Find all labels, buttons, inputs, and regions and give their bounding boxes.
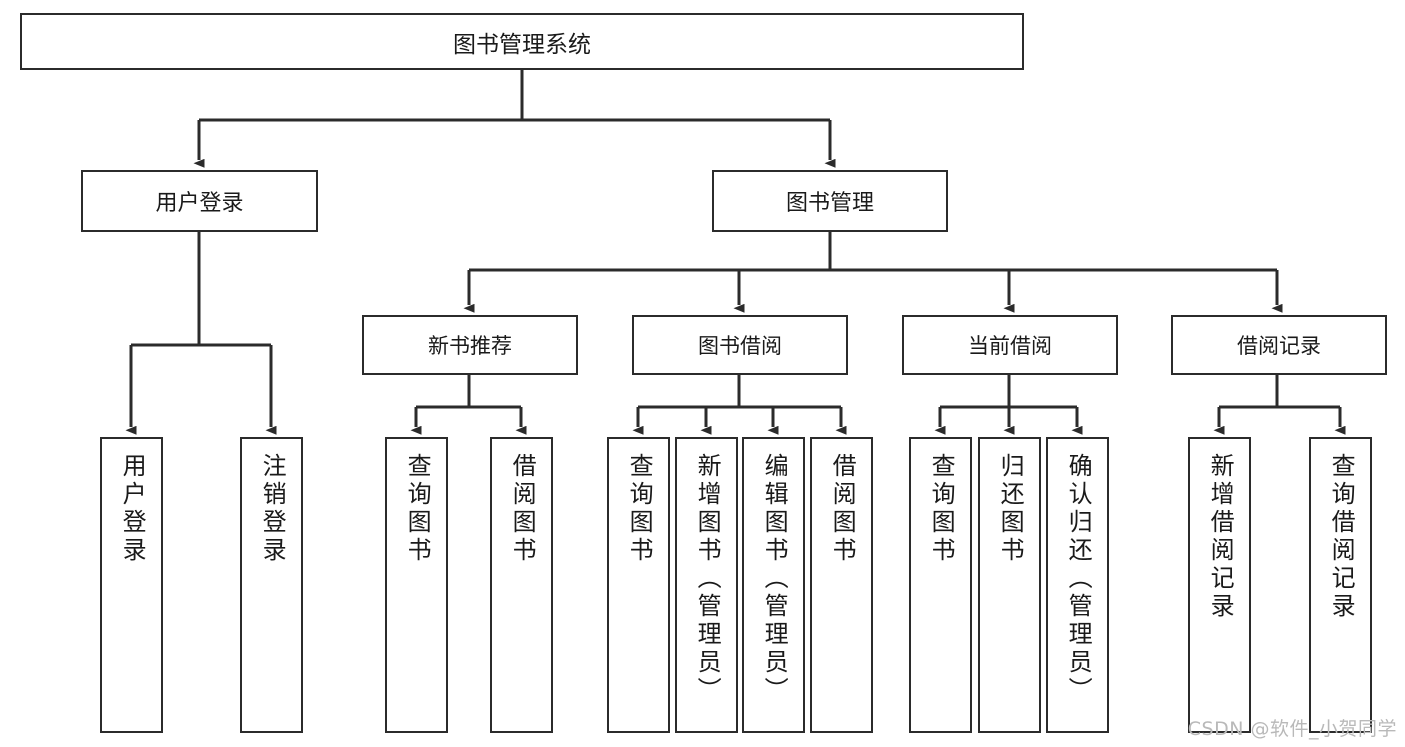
- leaf-current-query-book[interactable]: 查询图书: [909, 437, 972, 733]
- node-label: 查询图书: [625, 453, 654, 565]
- leaf-borrow-edit-book-admin[interactable]: 编辑图书（管理员）: [742, 437, 805, 733]
- node-label: 归还图书: [996, 453, 1025, 565]
- node-book-management[interactable]: 图书管理: [712, 170, 948, 232]
- node-label: 用户登录: [118, 453, 147, 565]
- node-current-borrow[interactable]: 当前借阅: [902, 315, 1118, 375]
- node-label: 图书管理系统: [453, 31, 591, 58]
- node-label: 当前借阅: [968, 334, 1052, 358]
- node-label: 借阅记录: [1237, 334, 1321, 358]
- csdn-watermark: CSDN @软件_小贺同学: [1187, 718, 1397, 740]
- node-label: 用户登录: [155, 191, 244, 216]
- node-book-borrow[interactable]: 图书借阅: [632, 315, 848, 375]
- leaf-current-confirm-return-admin[interactable]: 确认归还（管理员）: [1046, 437, 1109, 733]
- node-label: 新书推荐: [428, 334, 512, 358]
- leaf-recommend-borrow-book[interactable]: 借阅图书: [490, 437, 553, 733]
- leaf-borrow-add-book-admin[interactable]: 新增图书（管理员）: [675, 437, 738, 733]
- node-label: 查询图书: [927, 453, 956, 565]
- leaf-user-login-logout[interactable]: 注销登录: [240, 437, 303, 733]
- node-label: 编辑图书（管理员）: [760, 453, 789, 705]
- leaf-borrow-borrow-book[interactable]: 借阅图书: [810, 437, 873, 733]
- node-new-book-recommend[interactable]: 新书推荐: [362, 315, 578, 375]
- node-label: 查询借阅记录: [1327, 453, 1356, 621]
- leaf-record-add-record[interactable]: 新增借阅记录: [1188, 437, 1251, 733]
- node-user-login[interactable]: 用户登录: [81, 170, 318, 232]
- node-label: 查询图书: [403, 453, 432, 565]
- node-label: 借阅图书: [508, 453, 537, 565]
- node-label: 图书管理: [785, 191, 874, 216]
- node-label: 借阅图书: [828, 453, 857, 565]
- node-label: 新增图书（管理员）: [693, 453, 722, 705]
- node-label: 图书借阅: [698, 334, 782, 358]
- leaf-user-login-login[interactable]: 用户登录: [100, 437, 163, 733]
- leaf-record-query-record[interactable]: 查询借阅记录: [1309, 437, 1372, 733]
- node-label: 新增借阅记录: [1206, 453, 1235, 621]
- node-label: 注销登录: [258, 453, 287, 565]
- leaf-current-return-book[interactable]: 归还图书: [978, 437, 1041, 733]
- leaf-recommend-query-book[interactable]: 查询图书: [385, 437, 448, 733]
- leaf-borrow-query-book[interactable]: 查询图书: [607, 437, 670, 733]
- node-root-system[interactable]: 图书管理系统: [20, 13, 1024, 70]
- node-label: 确认归还（管理员）: [1064, 453, 1093, 705]
- node-borrow-record[interactable]: 借阅记录: [1171, 315, 1387, 375]
